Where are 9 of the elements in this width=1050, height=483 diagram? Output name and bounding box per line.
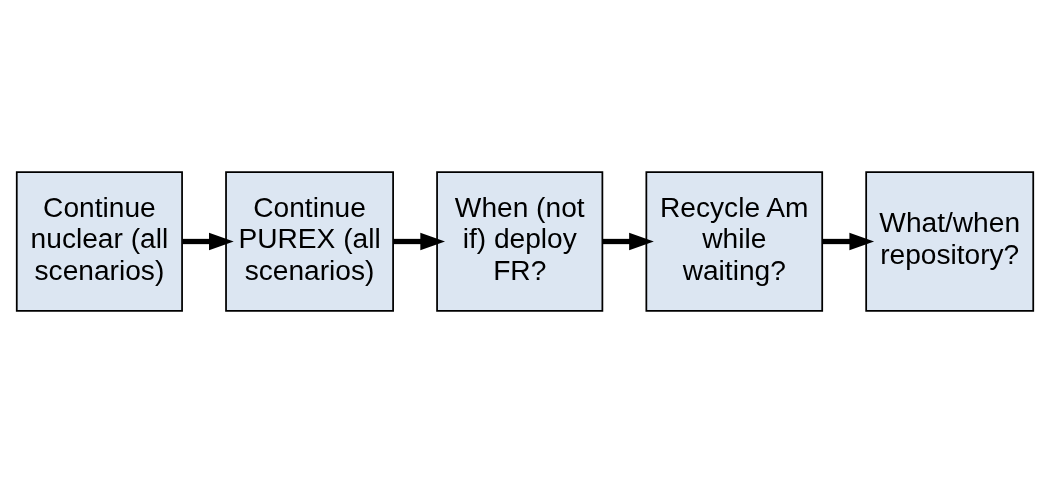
node-box: Continue nuclear (all scenarios) bbox=[15, 171, 183, 312]
node-box: What/when repository? bbox=[865, 171, 1035, 312]
arrow bbox=[393, 232, 446, 251]
node-box: When (not if) deploy FR? bbox=[436, 171, 604, 312]
arrow bbox=[182, 232, 234, 251]
arrow bbox=[822, 232, 875, 251]
arrow bbox=[602, 232, 654, 251]
node-box: Recycle Am while waiting? bbox=[645, 171, 824, 312]
node-box: Continue PUREX (all scenarios) bbox=[225, 171, 394, 312]
